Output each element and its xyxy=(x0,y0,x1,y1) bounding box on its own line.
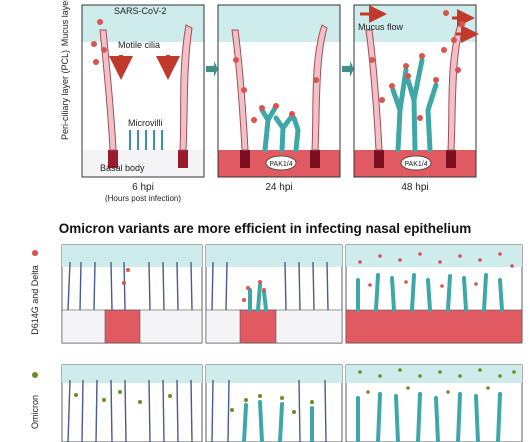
progression-arrow xyxy=(342,61,354,77)
panel-48hpi: Mucus flow PAK1/4 xyxy=(353,4,479,178)
timepoint-note: (Hours post infection) xyxy=(105,194,181,203)
mucus-layer-label: Mucus layer xyxy=(60,0,70,46)
cilium xyxy=(179,24,193,151)
row-omicron: Omicron xyxy=(30,364,523,442)
pak-badge xyxy=(265,155,297,171)
basal-body-label: Basal body xyxy=(100,163,145,173)
virus-icon xyxy=(32,372,38,378)
panel-border xyxy=(81,4,205,178)
microvilli-label: Microvilli xyxy=(128,118,163,128)
cilia-label: Motile cilia xyxy=(118,40,160,50)
row1-panel-2 xyxy=(205,244,343,344)
panel-24hpi: PAK1/4 xyxy=(217,4,341,178)
cilium xyxy=(99,29,117,151)
basal-body-2 xyxy=(178,150,188,168)
cilia-row xyxy=(67,261,193,311)
row1-panel-1 xyxy=(61,244,203,344)
variant-label-d614g: D614G and Delta xyxy=(30,265,40,335)
cilium xyxy=(311,24,328,151)
top-panels: PAK1/4 xyxy=(60,0,479,203)
microvilli-cluster xyxy=(129,130,163,150)
variant-label-omicron: Omicron xyxy=(30,395,40,429)
basal-body-1 xyxy=(108,150,118,168)
row1-panel-3 xyxy=(345,244,523,344)
panel-6hpi xyxy=(81,4,205,178)
branched-microvilli xyxy=(390,57,439,153)
mucus-flow-label: Mucus flow xyxy=(358,22,404,32)
row2-panel-2 xyxy=(205,364,343,442)
timepoint-6hpi: 6 hpi xyxy=(132,182,154,193)
pak-label: PAK1/4 xyxy=(404,161,427,168)
pcl-layer-label: Peri-ciliary layer (PCL) xyxy=(60,50,70,140)
virus-particle xyxy=(97,19,103,25)
virus-particle xyxy=(93,59,99,65)
progression-arrow xyxy=(206,61,218,77)
row2-panel-3 xyxy=(345,364,523,442)
timepoint-24hpi: 24 hpi xyxy=(265,182,292,193)
figure-title: Omicron variants are more efficient in i… xyxy=(59,221,472,236)
virus-icon xyxy=(32,250,38,256)
virus-particle xyxy=(91,41,97,47)
branched-microvilli xyxy=(259,105,301,153)
pak-label: PAK1/4 xyxy=(269,161,292,168)
row2-panel-1 xyxy=(61,364,203,442)
timepoint-48hpi: 48 hpi xyxy=(401,182,428,193)
virus-particle xyxy=(101,47,107,53)
virus-label: SARS-CoV-2 xyxy=(114,6,167,16)
row-d614g: D614G and Delta xyxy=(30,244,523,344)
infected-cell xyxy=(104,309,141,344)
